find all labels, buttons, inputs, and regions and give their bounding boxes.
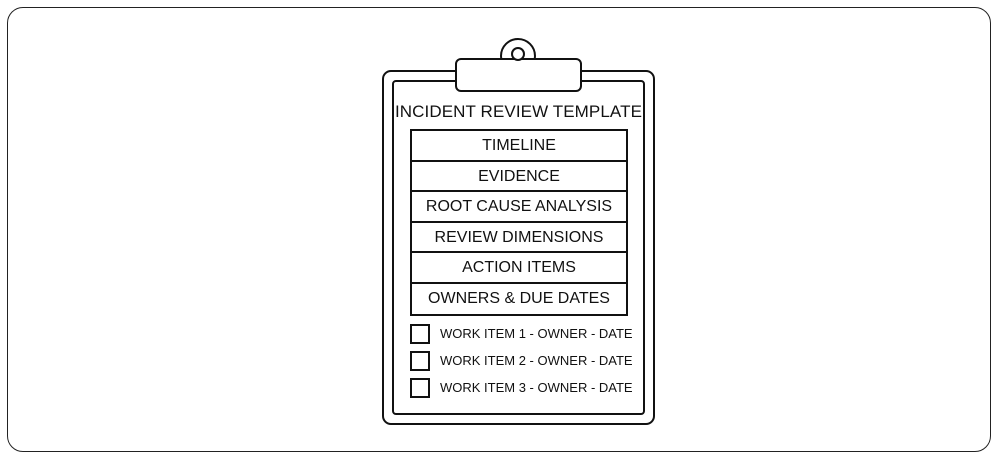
section-root-cause-analysis: ROOT CAUSE ANALYSIS <box>412 192 626 223</box>
section-list: TIMELINE EVIDENCE ROOT CAUSE ANALYSIS RE… <box>410 129 628 316</box>
section-evidence: EVIDENCE <box>412 162 626 192</box>
template-title: INCIDENT REVIEW TEMPLATE <box>394 102 643 121</box>
section-review-dimensions: REVIEW DIMENSIONS <box>412 223 626 253</box>
work-item-row: WORK ITEM 2 - OWNER - DATE <box>410 347 640 374</box>
work-item-checklist: WORK ITEM 1 - OWNER - DATE WORK ITEM 2 -… <box>410 320 640 401</box>
section-owners-due-dates: OWNERS & DUE DATES <box>428 289 610 307</box>
work-item-label: WORK ITEM 2 - OWNER - DATE <box>440 353 633 368</box>
work-item-label: WORK ITEM 3 - OWNER - DATE <box>440 380 633 395</box>
work-item-label: WORK ITEM 1 - OWNER - DATE <box>440 326 633 341</box>
clipboard-clip <box>455 58 582 92</box>
clipboard-paper <box>392 80 645 415</box>
work-item-row: WORK ITEM 3 - OWNER - DATE <box>410 374 640 401</box>
section-timeline: TIMELINE <box>412 131 626 162</box>
work-item-row: WORK ITEM 1 - OWNER - DATE <box>410 320 640 347</box>
checkbox-icon <box>410 377 430 398</box>
checkbox-icon <box>410 350 430 371</box>
checkbox-icon <box>410 323 430 344</box>
clipboard-clip-hole <box>511 47 525 61</box>
section-action-items: ACTION ITEMS <box>412 253 626 284</box>
